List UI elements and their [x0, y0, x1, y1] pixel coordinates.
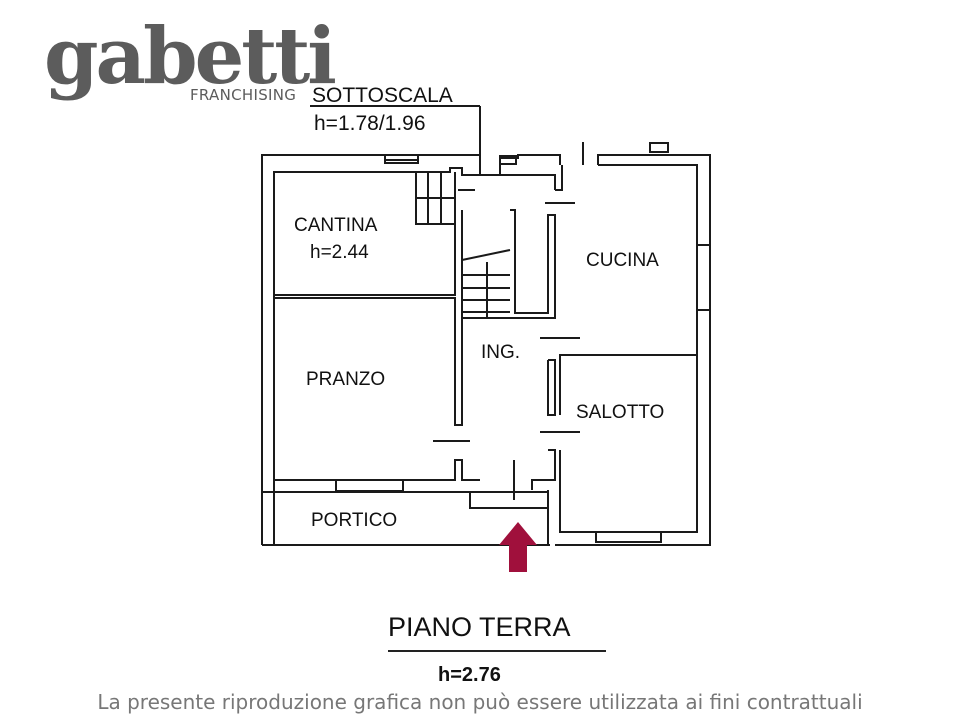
room-label-salotto: SALOTTO [576, 402, 665, 423]
logo-wordmark: gabetti [44, 11, 337, 102]
room-label-portico: PORTICO [311, 510, 398, 531]
entrance-arrow-icon [499, 522, 537, 572]
disclaimer-text: La presente riproduzione grafica non può… [97, 690, 863, 714]
room-label-cantina: CANTINA [294, 215, 378, 236]
gabetti-logo: gabetti FRANCHISING [44, 11, 337, 105]
floor-title: PIANO TERRA [388, 612, 571, 642]
room-height-sottoscala: h=1.78/1.96 [314, 112, 426, 135]
room-height-cantina: h=2.44 [310, 242, 369, 263]
logo-subtitle: FRANCHISING [190, 86, 297, 104]
room-label-pranzo: PRANZO [306, 369, 386, 390]
room-label-sottoscala: SOTTOSCALA [312, 84, 453, 107]
floor-height: h=2.76 [438, 664, 501, 686]
floor-title-underline [388, 650, 606, 652]
room-label-cucina: CUCINA [586, 250, 659, 271]
room-label-ingresso: ING. [481, 342, 521, 363]
